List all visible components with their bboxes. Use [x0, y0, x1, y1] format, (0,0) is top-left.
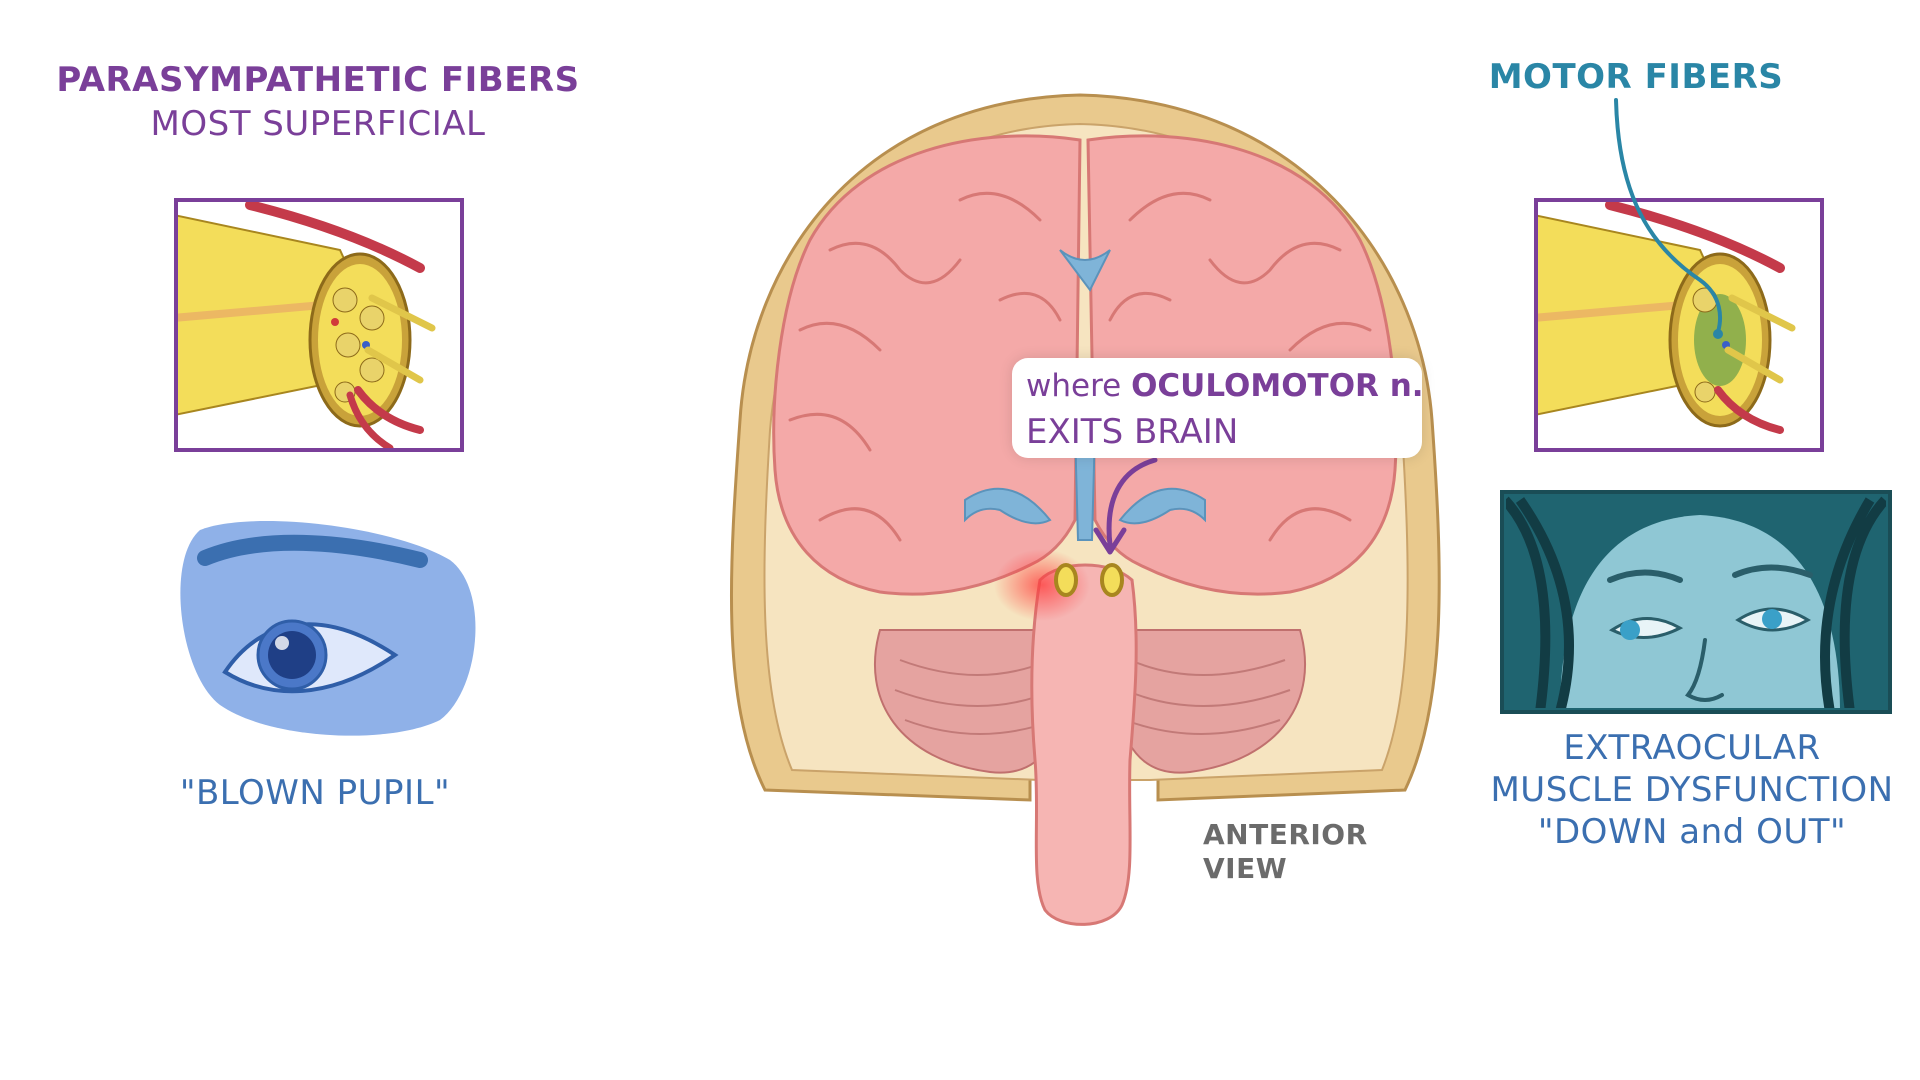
oculomotor-nerve-right [1100, 563, 1124, 597]
anterior-view-line1: ANTERIOR [1203, 818, 1368, 851]
lateral-ventricle-left [964, 487, 1052, 525]
motor-fibers-title: MOTOR FIBERS [1488, 57, 1784, 97]
callout-prefix: where [1026, 368, 1122, 404]
lateral-ventricle-right [1118, 487, 1206, 525]
anterior-view-line2: VIEW [1203, 852, 1288, 885]
eom-caption-line1: EXTRAOCULAR [1563, 728, 1821, 768]
curved-arrow-icon [1106, 457, 1158, 548]
dilated-eye-icon [180, 521, 476, 736]
callout-line1: where OCULOMOTOR n. [1026, 368, 1424, 404]
brain-coronal-section [730, 93, 1441, 926]
callout-nerve-name: OCULOMOTOR n. [1131, 368, 1424, 404]
blown-pupil-label: "BLOWN PUPIL" [179, 773, 451, 813]
eom-caption-line3: "DOWN and OUT" [1537, 812, 1847, 852]
oculomotor-nerve-left [1054, 563, 1078, 597]
parasympathetic-subtitle: MOST SUPERFICIAL [150, 104, 486, 144]
eom-caption-line2: MUSCLE DYSFUNCTION [1490, 770, 1894, 810]
motor-fibers-pointer [1614, 98, 1722, 334]
nerve-cross-section-icon [174, 198, 464, 452]
brainstem [1030, 563, 1138, 926]
parasympathetic-title: PARASYMPATHETIC FIBERS [56, 60, 580, 100]
face-down-and-out-icon [1500, 490, 1892, 714]
callout-line2: EXITS BRAIN [1026, 412, 1239, 452]
oculomotor-callout: where OCULOMOTOR n. EXITS BRAIN [1012, 358, 1424, 458]
nerve-cross-section-motor-icon [1534, 198, 1824, 452]
